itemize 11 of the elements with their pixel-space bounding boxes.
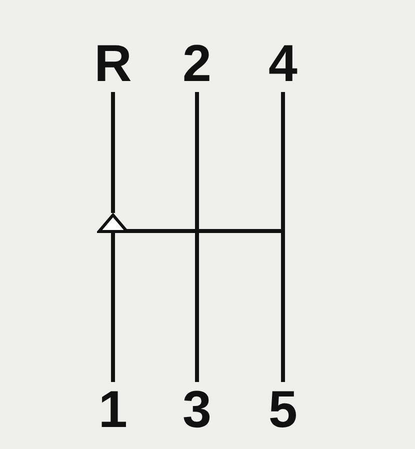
shift-gate-line [111, 92, 115, 213]
gear-label: 3 [172, 384, 222, 436]
gear-label: 2 [172, 38, 222, 90]
triangle-marker [97, 213, 129, 233]
gear-label: 5 [258, 384, 308, 436]
shift-gate-line [281, 92, 285, 382]
shift-gate-line [195, 92, 199, 382]
shift-gate-line [111, 233, 115, 382]
gear-label: 1 [88, 384, 138, 436]
gear-label: 4 [258, 38, 308, 90]
gear-label: R [88, 38, 138, 90]
